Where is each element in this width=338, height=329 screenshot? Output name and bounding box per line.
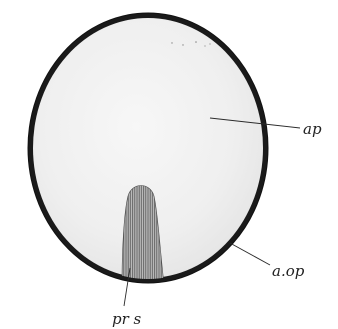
aop-leader-line	[230, 243, 270, 265]
ap-label: ap	[303, 120, 322, 138]
aop-label: a.op	[272, 262, 305, 280]
prs-label: pr s	[112, 310, 142, 328]
